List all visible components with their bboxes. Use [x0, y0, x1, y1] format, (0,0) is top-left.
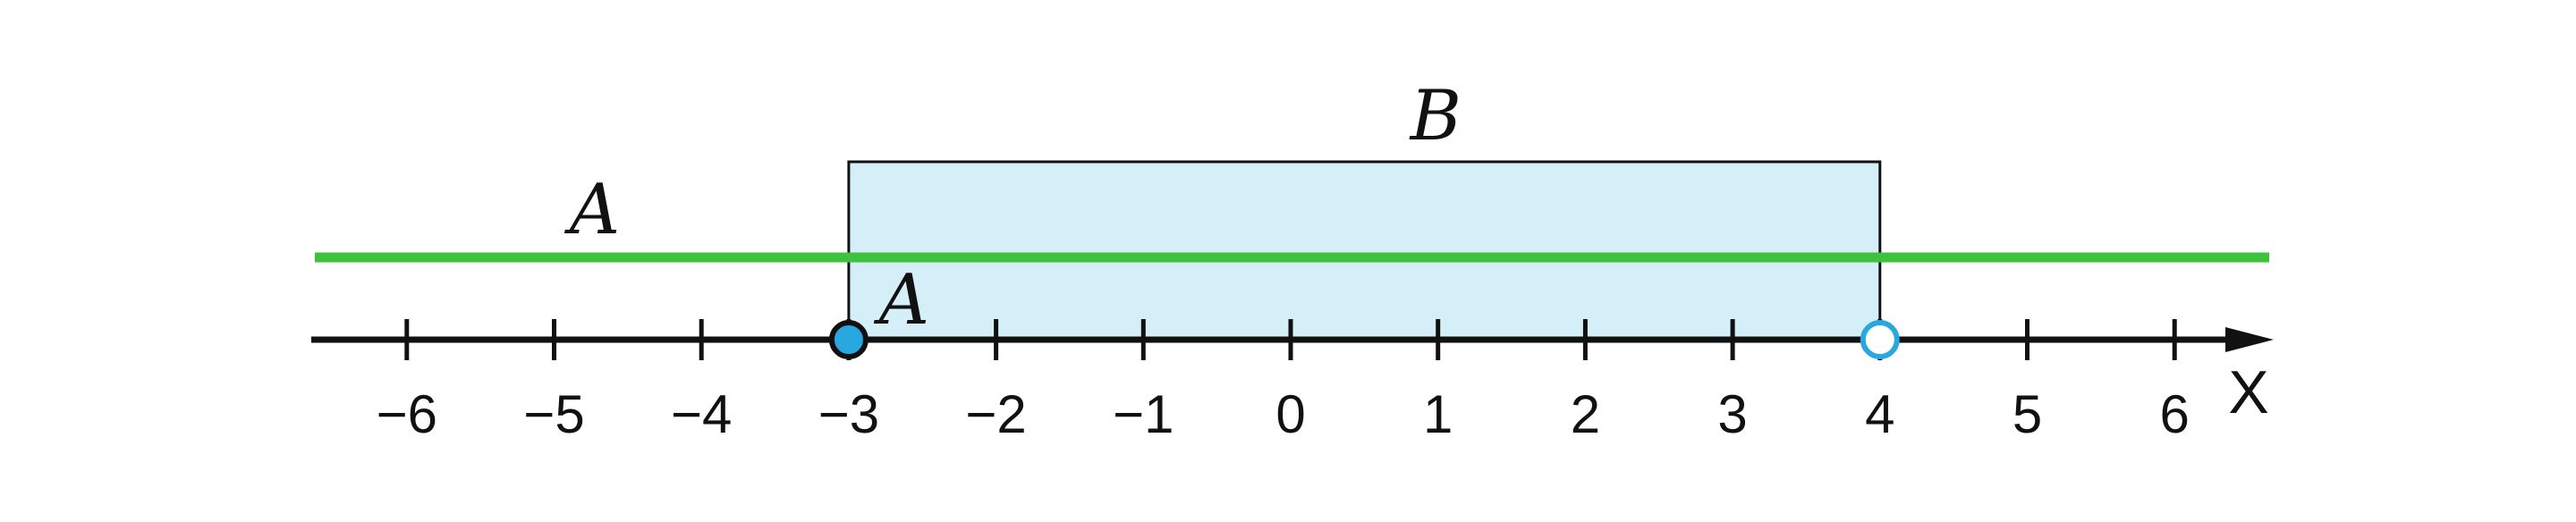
x-axis-tick-label: −5 — [523, 384, 584, 444]
set-b-interval-box — [847, 160, 1882, 341]
open-endpoint-4 — [1860, 320, 1900, 359]
x-axis-tick-label: −4 — [671, 384, 732, 444]
x-axis-ticks: −6 −5 −4 −3 −2 −1 0 1 2 3 4 5 6 — [377, 319, 2190, 444]
x-axis-tick-label: 4 — [1865, 384, 1894, 444]
x-axis-tick-label: −6 — [377, 384, 437, 444]
set-a-line-label: A — [564, 170, 620, 250]
x-axis-tick-label: 2 — [1571, 384, 1600, 444]
x-axis-tick-label: −1 — [1113, 384, 1174, 444]
set-a-point-label: A — [874, 260, 929, 341]
x-axis-tick-label: −3 — [818, 384, 879, 444]
closed-endpoint-minus-3 — [828, 320, 869, 359]
x-axis-tick-label: 5 — [2012, 384, 2042, 444]
set-b-label: B — [1409, 76, 1462, 156]
x-axis-name: X — [2228, 358, 2268, 426]
x-axis-arrowhead — [2225, 327, 2274, 352]
x-axis-tick-label: −2 — [965, 384, 1026, 444]
x-axis-tick-label: 3 — [1717, 384, 1747, 444]
x-axis-tick-label: 6 — [2160, 384, 2190, 444]
x-axis-tick-label: 0 — [1275, 384, 1305, 444]
x-axis-tick-label: 1 — [1423, 384, 1453, 444]
